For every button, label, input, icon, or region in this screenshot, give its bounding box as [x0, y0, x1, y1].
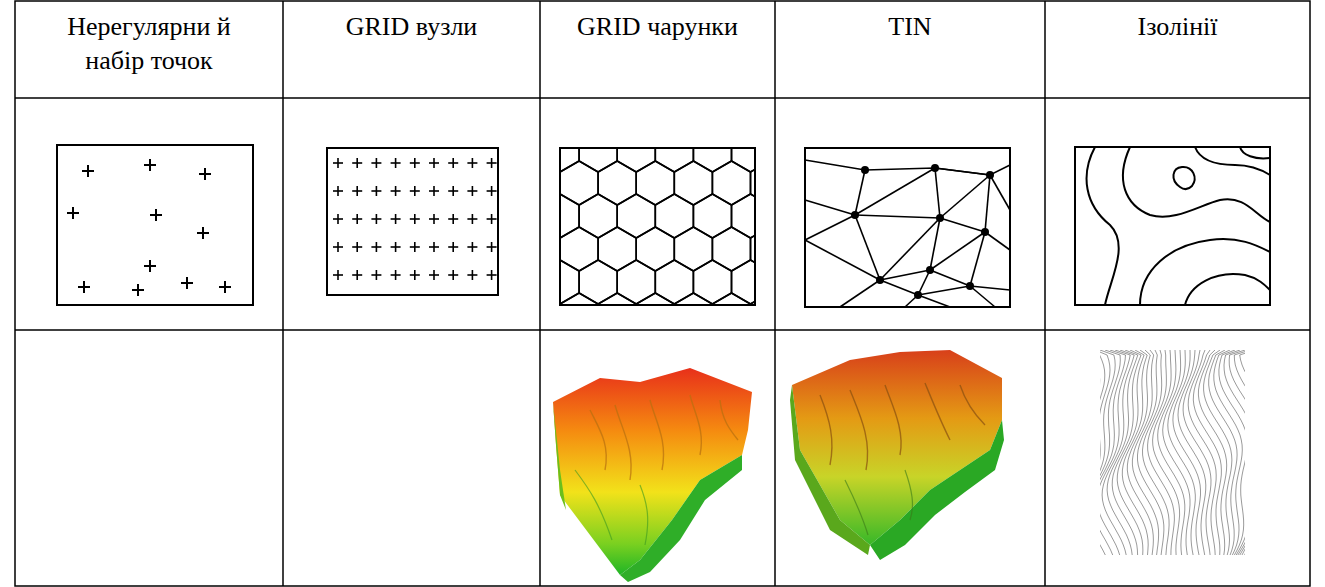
grid-crosses — [333, 158, 497, 280]
frame — [560, 148, 755, 305]
terrain-tin-3d — [790, 350, 1004, 560]
frame — [1075, 147, 1270, 305]
dense-contours — [1100, 350, 1245, 555]
point-crosses — [67, 159, 231, 296]
frame — [57, 145, 253, 305]
frame — [805, 148, 1010, 307]
hex-cells — [560, 148, 755, 305]
table-header-cell: GRID вузли — [312, 10, 512, 44]
table-grid — [15, 1, 1310, 586]
frame — [327, 148, 498, 295]
table-header-cell: GRID чарунки — [558, 10, 758, 44]
table-header-cell: Нерегулярни й набір точок — [54, 10, 244, 78]
contour-lines — [1087, 147, 1270, 305]
tin-vertices — [851, 164, 994, 299]
terrain-grid-3d — [553, 368, 752, 582]
tin-edges — [805, 160, 1010, 307]
table-header-cell: TIN — [810, 10, 1010, 44]
table-header-cell: Ізолінії — [1078, 10, 1278, 44]
